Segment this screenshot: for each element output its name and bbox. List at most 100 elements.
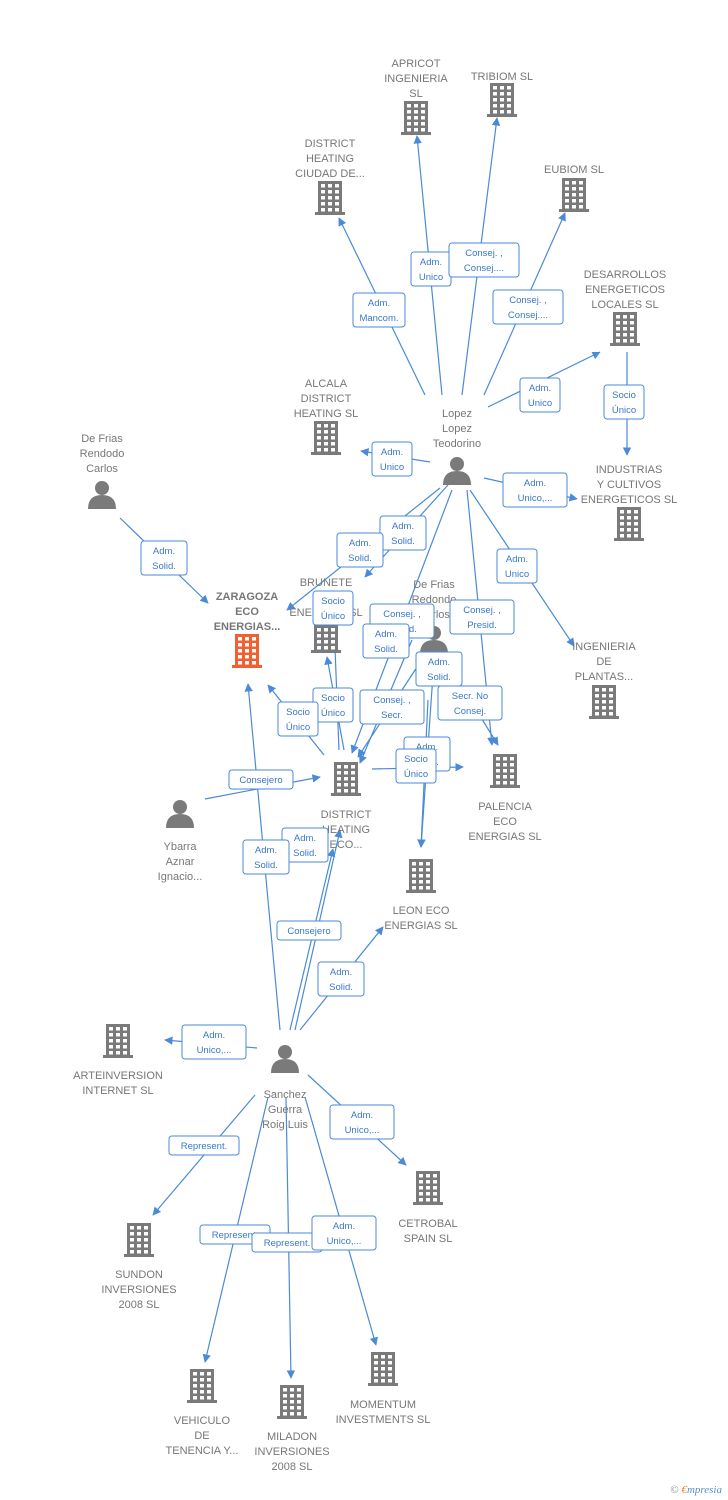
relation-label[interactable]: Consejero [228, 769, 294, 790]
relation-label[interactable]: Adm.Unico [496, 548, 538, 584]
relation-label[interactable]: Consej. ,Secr. [359, 689, 425, 725]
relation-label-text: Socio [321, 596, 345, 607]
brand-e: € [681, 1484, 687, 1496]
relation-label[interactable]: Adm. Solid. [317, 961, 365, 997]
relation-label-text: Adm. [330, 967, 352, 978]
node-label-line: DE [194, 1430, 209, 1442]
relation-label-text: Adm. [203, 1030, 225, 1041]
building-icon [559, 178, 589, 212]
node-eubiom[interactable]: EUBIOM SL [544, 164, 604, 212]
relation-label-text: Adm. [294, 833, 316, 844]
relation-label-box [228, 769, 294, 790]
relation-label[interactable]: Represent. [168, 1135, 240, 1156]
node-label-line: DESARROLLOS [584, 269, 667, 281]
relation-label[interactable]: Adm.Solid. [379, 515, 427, 551]
node-label-line: ECO [493, 816, 517, 828]
relation-label[interactable]: Adm.Mancom. [352, 292, 406, 328]
relation-label[interactable]: Adm.Solid. [336, 532, 384, 568]
relation-label[interactable]: Adm.Solid. [362, 623, 410, 659]
relation-label[interactable]: Consejero [276, 920, 342, 941]
relation-label[interactable]: Adm.Unico [410, 251, 452, 287]
relation-label[interactable]: Adm.Unico,... [311, 1215, 377, 1251]
relation-label-text: Único [321, 708, 345, 719]
node-label-line: DISTRICT [301, 393, 352, 405]
relation-label[interactable]: Consej. ,Presid. [449, 599, 515, 635]
node-label-line: ALCALA [305, 378, 348, 390]
relation-label-text: Socio [404, 754, 428, 765]
relation-label[interactable]: Consej. ,Consej.... [448, 242, 520, 278]
building-icon [614, 507, 644, 541]
relation-label-text: Solid. [293, 848, 317, 859]
relation-label-text: Mancom. [359, 313, 398, 324]
node-label-line: EUBIOM SL [544, 164, 604, 176]
relation-label[interactable]: Adm.Solid. [242, 839, 290, 875]
node-label-line: HEATING SL [294, 408, 359, 420]
relation-label[interactable]: Adm.Unico [371, 441, 413, 477]
node-label-line: DE [596, 656, 611, 668]
relation-label-box [336, 532, 384, 568]
node-label-line: ARTEINVERSION [73, 1070, 163, 1082]
person-icon [88, 481, 116, 509]
relation-label-text: Unico [419, 272, 443, 283]
node-label: ALCALA DISTRICT HEATING SL [294, 378, 359, 420]
node-tribiom[interactable]: TRIBIOM SL [471, 71, 533, 117]
relation-label[interactable]: Adm.Solid. [415, 651, 463, 687]
relation-label-box [362, 623, 410, 659]
building-icon [315, 181, 345, 215]
building-icon [589, 685, 619, 719]
node-label-line: DISTRICT [321, 809, 372, 821]
node-label-line: TRIBIOM SL [471, 71, 533, 83]
relation-label-box [312, 590, 354, 626]
building-icon [103, 1024, 133, 1058]
relation-label-text: Adm. [506, 554, 528, 565]
relation-label[interactable]: Adm.Unico,... [329, 1104, 395, 1140]
node-label-line: ENERGETICOS [585, 284, 665, 296]
relation-label-text: Adm. [153, 546, 175, 557]
relation-label[interactable]: Adm.Unico,... [502, 472, 568, 508]
relation-label-text: Adm. [524, 478, 546, 489]
relation-label[interactable]: Adm.Unico,... [181, 1024, 247, 1060]
relation-label-text: Único [612, 405, 636, 416]
relation-label[interactable]: Adm.Unico [519, 377, 561, 413]
relation-label[interactable]: Adm.Solid. [140, 540, 188, 576]
relation-label-text: Solid. [329, 982, 353, 993]
node-label-line: ECO... [329, 839, 362, 851]
relation-label[interactable]: Consej. ,Consej.... [492, 289, 564, 325]
building-icon [187, 1369, 217, 1403]
relation-label-box [168, 1135, 240, 1156]
node-alcala[interactable]: ALCALA DISTRICT HEATING SL [294, 378, 359, 455]
node-label-line: SL [409, 88, 422, 100]
